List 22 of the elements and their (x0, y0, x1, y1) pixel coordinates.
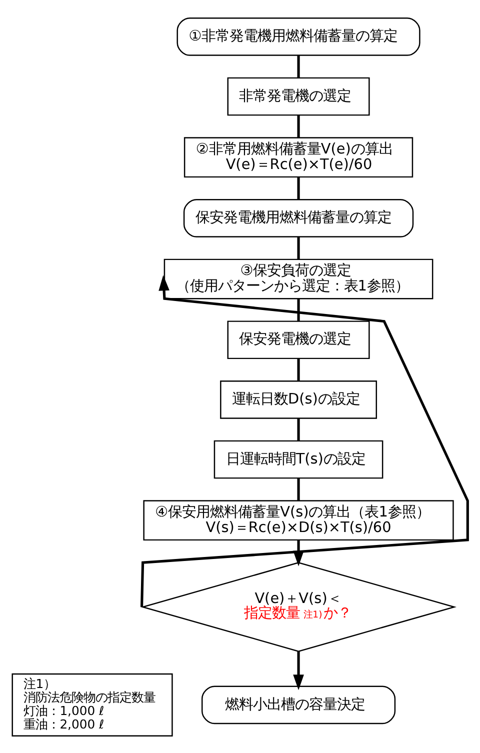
node-box: ①非常発電機用燃料備蓄量の算定 (176, 17, 420, 56)
node-box: 日運転時間T(s)の設定 (214, 440, 384, 478)
node-box: 保安発電機用燃料備蓄量の算定 (183, 198, 414, 237)
node-box: 保安発電機の選定 (227, 320, 370, 359)
node-box: 燃料小出槽の容量決定 (201, 685, 396, 724)
node-diamond: V(e)＋V(s)＜ 指定数量注1)か？ (140, 561, 456, 652)
connector (297, 418, 300, 440)
node-box: ②非常用燃料備蓄量V(e)の算出 V(e)＝Rc(e)×T(e)/60 (184, 136, 414, 178)
connector (297, 236, 300, 259)
connector (297, 358, 300, 381)
connector (297, 176, 300, 199)
arrow (293, 650, 304, 690)
connector (297, 298, 300, 320)
node-box: ③保安負荷の選定 （使用パターンから選定：表1参照） (164, 258, 434, 299)
node-box: 注1） 消防法危険物の指定数量 灯油：1,000 ℓ 重油：2,000 ℓ (12, 672, 173, 736)
connector (297, 478, 300, 500)
node-box: 運転日数D(s)の設定 (220, 380, 377, 418)
connector (297, 54, 300, 78)
node-box: ④保安用燃料備蓄量V(s)の算出（表1参照） V(s)＝Rc(e)×D(s)×T(s)/60 (143, 500, 454, 540)
arrow (140, 274, 469, 606)
node-box: 非常発電機の選定 (227, 76, 370, 116)
connector (297, 114, 300, 137)
